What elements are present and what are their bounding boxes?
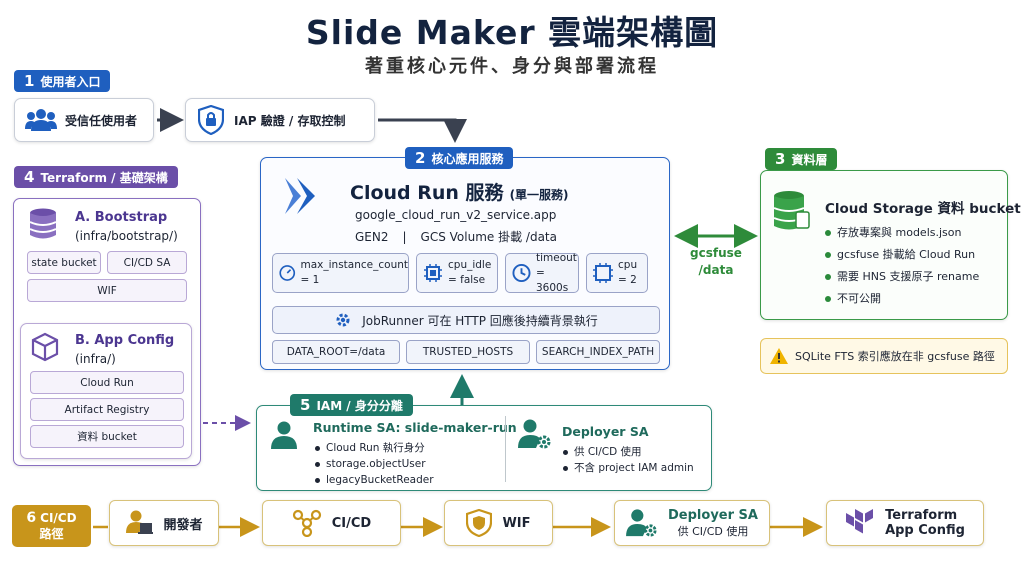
- gcsfuse-label: gcsfuse/data: [690, 246, 742, 277]
- shield-lock-icon: [198, 105, 224, 135]
- bootstrap-title: A. Bootstrap: [75, 210, 168, 225]
- app-config-title: B. App Config: [75, 333, 175, 348]
- flow-deployer-sa: Deployer SA 供 CI/CD 使用: [614, 500, 770, 546]
- state-bucket-chip: state bucket: [27, 251, 101, 274]
- runtime-sa-item: storage.objectUser: [314, 456, 434, 472]
- trusted-user-box: 受信任使用者: [14, 98, 154, 142]
- cloud-run-icon: [285, 178, 315, 214]
- runtime-sa-item: legacyBucketReader: [314, 472, 434, 488]
- data-bucket-chip: 資料 bucket: [30, 425, 184, 448]
- storage-item: 需要 HNS 支援原子 rename: [823, 266, 1003, 288]
- flow-terraform: Terraform App Config: [826, 500, 984, 546]
- stat-timeout: timeout= 3600s: [505, 252, 579, 294]
- cicd-sa-chip: CI/CD SA: [107, 251, 187, 274]
- deployer-sa-icon: [518, 419, 551, 449]
- trusted-user-label: 受信任使用者: [65, 113, 138, 128]
- storage-title: Cloud Storage 資料 bucket: [825, 201, 1021, 217]
- stat-cpu: cpu= 2: [586, 253, 648, 293]
- runtime-sa-item: Cloud Run 執行身分: [314, 440, 434, 456]
- deployer-sa-icon: [626, 509, 657, 537]
- bootstrap-path: (infra/bootstrap/): [75, 229, 178, 243]
- cube-icon: [31, 332, 59, 362]
- stat-max-instance: max_instance_count= 1: [272, 253, 409, 293]
- cloud-run-resource: google_cloud_run_v2_service.app: [355, 208, 557, 222]
- runtime-sa-list: Cloud Run 執行身分 storage.objectUser legacy…: [314, 440, 434, 488]
- storage-item: gcsfuse 掛載給 Cloud Run: [823, 244, 1003, 266]
- stat-cpu-idle: cpu_idle= false: [416, 253, 498, 293]
- gauge-icon: [279, 265, 296, 281]
- gear-icon: [336, 313, 350, 327]
- runtime-sa-title: Runtime SA: slide-maker-run: [313, 420, 517, 435]
- storage-item: 存放專案與 models.json: [823, 222, 1003, 244]
- shield-icon: [466, 509, 493, 537]
- flow-wif: WIF: [444, 500, 553, 546]
- bucket-icon: [773, 191, 810, 230]
- app-config-path: (infra/): [75, 352, 116, 366]
- flow-developer: 開發者: [109, 500, 219, 546]
- jobrunner-bar: JobRunner 可在 HTTP 回應後持續背景執行: [272, 306, 660, 334]
- cloud-run-title: Cloud Run 服務(單一服務): [350, 182, 569, 204]
- clock-icon: [512, 263, 531, 283]
- developer-laptop-icon: [126, 510, 154, 534]
- iap-label: IAP 驗證 / 存取控制: [234, 113, 346, 128]
- runtime-sa-icon: [271, 421, 297, 449]
- warning-box: SQLite FTS 索引應放在非 gcsfuse 路徑: [760, 338, 1008, 374]
- chip-icon: [424, 264, 442, 282]
- iap-box: IAP 驗證 / 存取控制: [185, 98, 375, 142]
- users-icon: [25, 109, 57, 131]
- page-title: Slide Maker 雲端架構圖: [305, 13, 719, 52]
- artifact-registry-chip: Artifact Registry: [30, 398, 184, 421]
- arrow-iap-to-cloudrun: [378, 118, 467, 143]
- cloud-run-config: GEN2|GCS Volume 掛載 /data: [355, 230, 557, 244]
- deployer-sa-item: 供 CI/CD 使用: [562, 444, 694, 460]
- deployer-sa-title: Deployer SA: [562, 424, 649, 439]
- iam-divider: [505, 416, 506, 482]
- storage-list: 存放專案與 models.json gcsfuse 掛載給 Cloud Run …: [823, 222, 1003, 310]
- deployer-sa-item: 不含 project IAM admin: [562, 460, 694, 476]
- env-trusted-hosts: TRUSTED_HOSTS: [406, 340, 530, 364]
- pipeline-icon: [292, 509, 321, 537]
- warning-icon: [770, 348, 788, 364]
- wif-chip: WIF: [27, 279, 187, 302]
- page-subtitle: 著重核心元件、身分與部署流程: [365, 56, 659, 77]
- flow-cicd: CI/CD: [262, 500, 401, 546]
- database-icon: [29, 208, 57, 239]
- cloud-run-chip: Cloud Run: [30, 371, 184, 394]
- deployer-sa-list: 供 CI/CD 使用 不含 project IAM admin: [562, 444, 694, 476]
- cpu-icon: [593, 263, 613, 283]
- storage-item: 不可公開: [823, 288, 1003, 310]
- env-data-root: DATA_ROOT=/data: [272, 340, 400, 364]
- env-search-index-path: SEARCH_INDEX_PATH: [536, 340, 660, 364]
- terraform-icon: [846, 509, 874, 534]
- iam-panel: [256, 405, 712, 491]
